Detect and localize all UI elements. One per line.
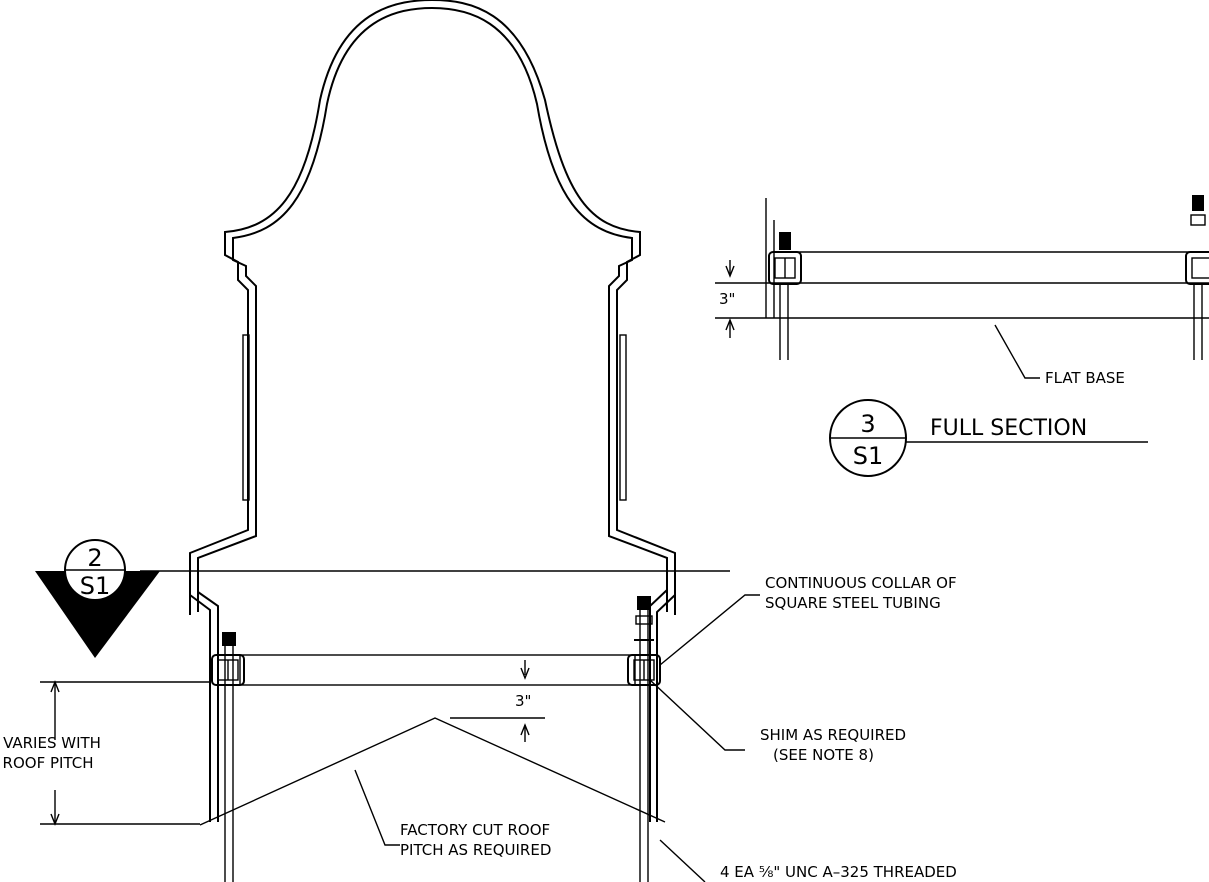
collar-tube-right — [627, 654, 661, 686]
detail-tube-right — [1185, 195, 1209, 360]
dim-main-label: 3" — [515, 692, 531, 710]
skirt-right — [649, 589, 676, 822]
section-marker-2: 2 S1 — [35, 539, 160, 658]
side-panel-left — [242, 334, 250, 501]
flat-base-label: FLAT BASE — [1045, 369, 1125, 387]
detail-marker-title: FULL SECTION — [930, 416, 1087, 441]
varies-dimension — [40, 680, 210, 826]
shim-label-line2: (SEE NOTE 8) — [773, 746, 874, 764]
dim-main-3in — [450, 660, 545, 742]
collar-label-line1: CONTINUOUS COLLAR OF — [765, 574, 957, 592]
varies-label-line1: VARIES WITH — [3, 734, 101, 752]
collar-leader — [659, 594, 760, 666]
side-panel-right — [619, 334, 627, 501]
detail-marker-3: 3 S1 — [829, 399, 1148, 477]
bolt-leader — [659, 839, 706, 882]
detail-marker-number: 3 — [860, 410, 875, 438]
factory-label-line2: PITCH AS REQUIRED — [400, 841, 551, 859]
detail-tube-left — [768, 232, 802, 360]
section-marker-sheet: S1 — [80, 572, 111, 600]
cupola-outline-inner — [197, 6, 668, 612]
threaded-rod-left — [222, 632, 236, 882]
shim-leader — [649, 679, 745, 751]
shim-label-line1: SHIM AS REQUIRED — [760, 726, 906, 744]
detail-marker-sheet: S1 — [853, 442, 884, 470]
detail-full-section — [715, 195, 1209, 379]
varies-label-line2: ROOF PITCH — [3, 754, 94, 772]
collar-tube-left — [211, 654, 245, 686]
dim-detail-label: 3" — [719, 290, 735, 308]
factory-leader — [354, 769, 400, 846]
section-marker-number: 2 — [87, 544, 102, 572]
collar-top-line — [239, 654, 636, 686]
cupola-outline-outer — [189, 0, 676, 615]
factory-label-line1: FACTORY CUT ROOF — [400, 821, 550, 839]
collar-label-line2: SQUARE STEEL TUBING — [765, 594, 941, 612]
roof-pitch-line — [199, 717, 666, 826]
threaded-rod-right — [634, 596, 654, 882]
bolts-label: 4 EA ⅝" UNC A–325 THREADED — [720, 863, 957, 881]
skirt-left — [189, 591, 219, 822]
